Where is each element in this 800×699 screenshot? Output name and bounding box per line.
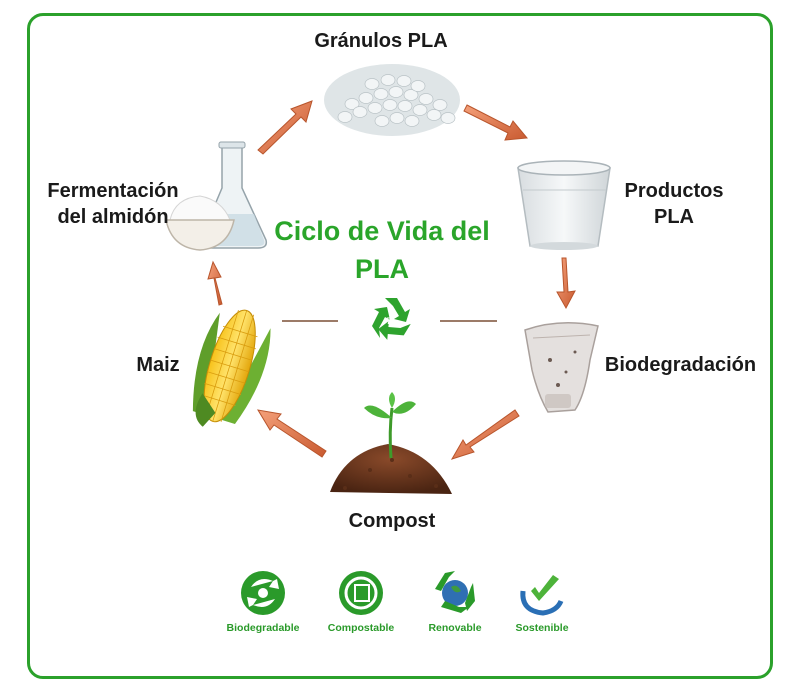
flask-starch (165, 141, 268, 251)
arrow-compost-to-corn (257, 409, 327, 458)
badge-sustainable-icon (520, 575, 564, 616)
stage-label-biodegradation: Biodegradación (604, 354, 757, 376)
corn-cob (192, 309, 271, 427)
arrow-biodegradation-to-compost (450, 409, 520, 460)
stage-label-fermentation: Fermentación del almidón (38, 178, 188, 230)
badge-compostable-icon (339, 571, 383, 615)
plastic-cup (517, 160, 611, 250)
badge-label-sustainable: Sostenible (515, 622, 569, 634)
cycle-arrows (207, 100, 576, 460)
diagram-title: Ciclo de Vida del PLA (262, 212, 502, 288)
svg-text:7: 7 (386, 316, 391, 326)
arrow-fermentation-to-granules (257, 100, 313, 155)
sprout-compost (330, 392, 452, 494)
diagram-title-line2: PLA (355, 254, 409, 284)
recycle-icon: 7 (372, 298, 411, 340)
badge-renewable-icon (435, 571, 475, 613)
diagram-title-line1: Ciclo de Vida del (274, 216, 490, 246)
stage-label-corn: Maiz (136, 354, 180, 376)
degraded-cup (524, 322, 599, 413)
badge-label-biodegradable: Biodegradable (226, 622, 300, 634)
arrow-products-to-biodegradation (556, 257, 576, 310)
pla-pellets (324, 64, 460, 136)
badge-label-compostable: Compostable (327, 622, 395, 634)
diagram-frame (27, 13, 773, 679)
arrow-granules-to-products (463, 104, 528, 141)
stage-label-products: Productos PLA (614, 178, 734, 230)
arrow-corn-to-fermentation (207, 260, 223, 306)
badge-biodegradable-icon (241, 571, 285, 615)
stage-label-products-line1: Productos (624, 180, 724, 202)
stage-label-compost: Compost (348, 510, 436, 532)
stage-label-fermentation-line2: del almidón (57, 206, 169, 228)
stage-label-fermentation-line1: Fermentación (47, 180, 179, 202)
stage-label-products-line2: PLA (654, 206, 694, 228)
badge-label-renewable: Renovable (428, 622, 482, 634)
stage-label-granules: Gránulos PLA (314, 30, 448, 52)
